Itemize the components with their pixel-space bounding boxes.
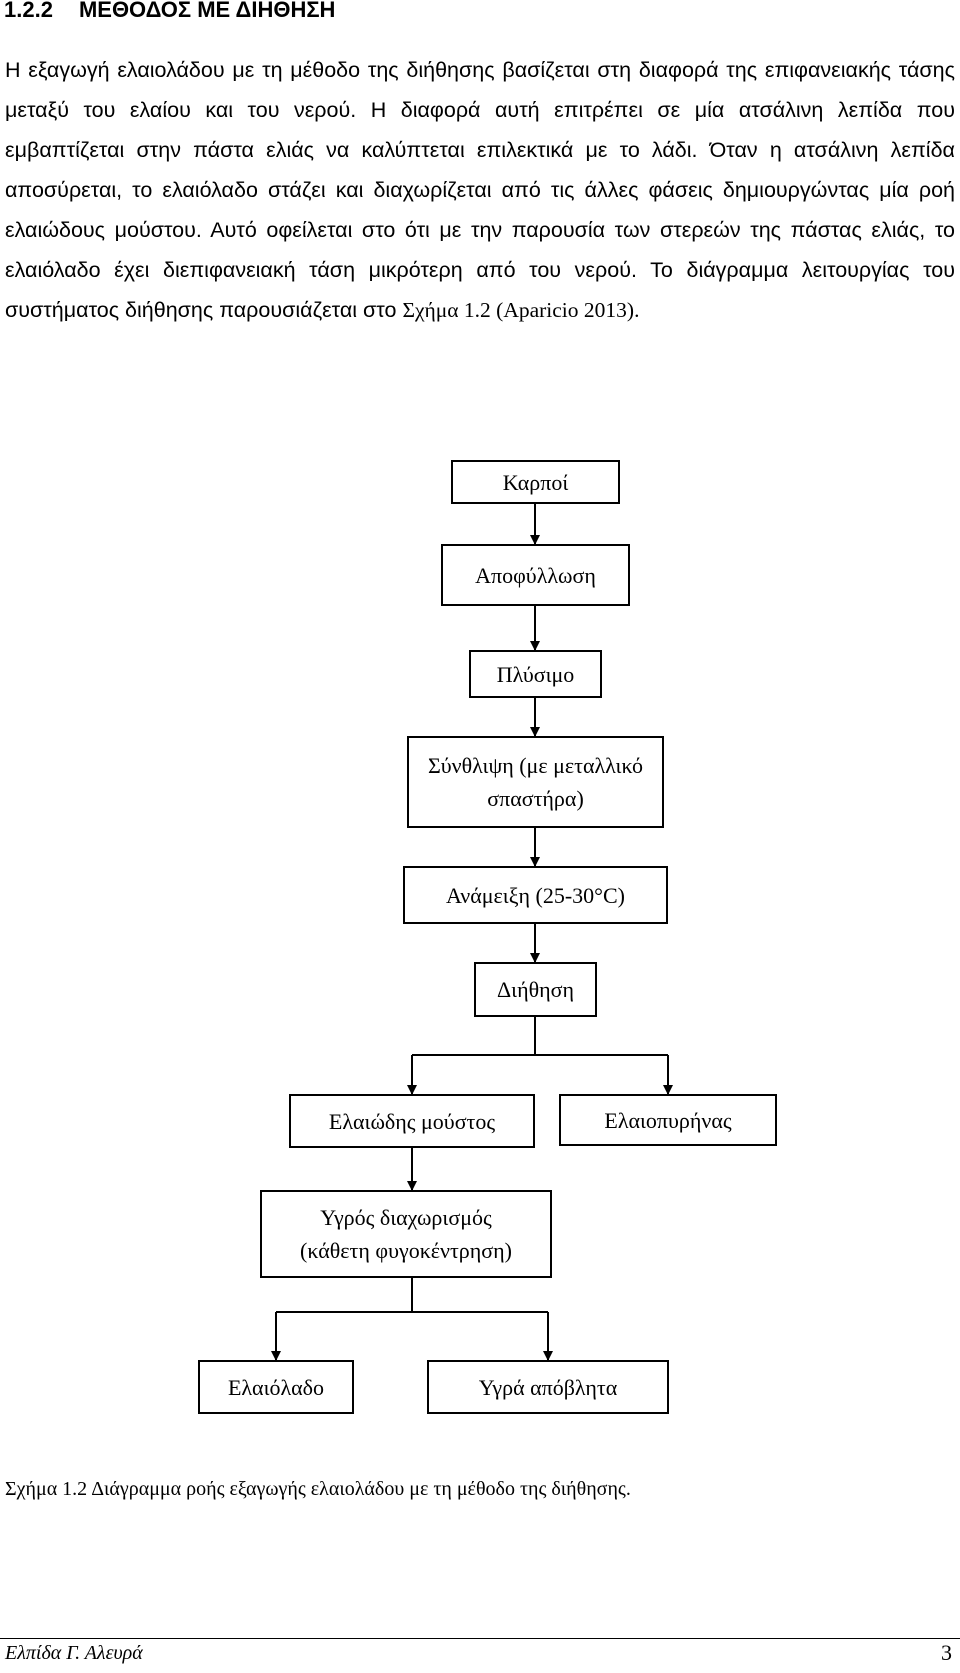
flow-box-washing: Πλύσιμο: [469, 650, 602, 698]
flow-box-olive-pomace: Ελαιοπυρήνας: [559, 1094, 777, 1146]
flow-box-fruits: Καρποί: [451, 460, 620, 504]
flow-box-crushing: Σύνθλιψη (με μεταλλικό σπαστήρα): [407, 736, 664, 828]
flow-box-malaxing: Ανάμειξη (25-30°C): [403, 866, 668, 924]
flow-box-liquid-separation: Υγρός διαχωρισμός (κάθετη φυγοκέντρηση): [260, 1190, 552, 1278]
flow-box-leaf-removal: Αποφύλλωση: [441, 544, 630, 606]
body-paragraph: Η εξαγωγή ελαιολάδου με τη μέθοδο της δι…: [5, 50, 955, 330]
footer-author: Ελπίδα Γ. Αλευρά: [5, 1642, 143, 1664]
page-number: 3: [941, 1640, 952, 1665]
flow-box-olive-oil: Ελαιόλαδο: [198, 1360, 354, 1414]
footer-rule: [0, 1638, 960, 1639]
flow-box-filtration: Διήθηση: [474, 962, 597, 1017]
section-number: 1.2.2: [4, 0, 53, 22]
caption-text: Διάγραμμα ροής εξαγωγής ελαιολάδου με τη…: [91, 1478, 631, 1500]
caption-label: Σχήμα 1.2: [5, 1478, 88, 1500]
section-heading: 1.2.2 ΜΕΘΟΔΟΣ ΜΕ ΔΙΗΘΗΣΗ: [4, 0, 335, 24]
flow-box-oily-must: Ελαιώδης μούστος: [289, 1094, 535, 1148]
paragraph-figure-reference: Σχήμα 1.2 (Aparicio 2013).: [402, 298, 640, 322]
split-connector-6: [407, 1015, 673, 1095]
section-title: ΜΕΘΟΔΟΣ ΜΕ ΔΙΗΘΗΣΗ: [78, 0, 336, 22]
split-connector-7: [271, 1276, 553, 1361]
flow-box-waste-water: Υγρά απόβλητα: [427, 1360, 669, 1414]
paragraph-text: Η εξαγωγή ελαιολάδου με τη μέθοδο της δι…: [5, 58, 955, 322]
